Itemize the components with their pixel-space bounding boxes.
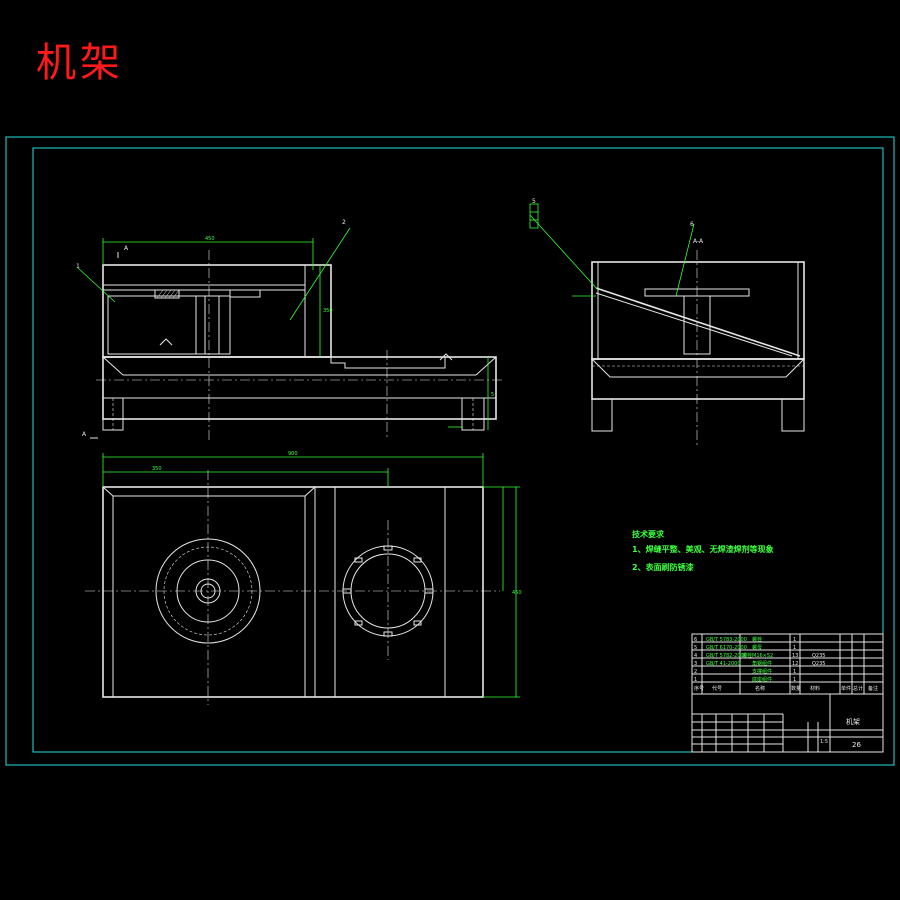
svg-text:A: A — [82, 431, 87, 438]
scale-value: 1:5 — [820, 739, 828, 745]
title-block: 6 GB/T 5783-2000 螺栓 1 5 GB/T 6170-2000 螺… — [691, 633, 884, 753]
bom-name-5: 螺母 — [752, 644, 762, 651]
tech-requirement-1: 1、焊缝平整、美观、无焊渣焊剂等现象 — [632, 544, 774, 554]
front-view: 450 350 5 1 2 A A — [76, 219, 505, 440]
bom-header-unit: 单件 — [841, 685, 851, 692]
bom-code-4: GB/T 5782-2000 — [706, 653, 747, 659]
bom-name-1: 底座组件 — [752, 676, 772, 683]
svg-text:A-A: A-A — [693, 238, 704, 245]
svg-text:350: 350 — [152, 466, 162, 472]
bom-header-name: 名称 — [755, 685, 765, 692]
svg-text:5: 5 — [491, 392, 494, 398]
bom-header-total: 总计 — [853, 685, 863, 692]
bom-no-2: 2 — [694, 669, 697, 675]
outer-frame — [5, 136, 895, 766]
bom-material-3: Q235 — [812, 661, 825, 667]
bom-no-5: 5 — [694, 645, 697, 651]
bom-name-2: 支撑组件 — [752, 668, 772, 675]
svg-text:2: 2 — [342, 219, 346, 226]
bom-qty-1: 1 — [793, 677, 796, 683]
bom-name-3: 角钢组件 — [752, 660, 772, 667]
bom-name-6: 螺栓 — [752, 636, 762, 643]
bom-code-3: GB/T 41-2000 — [706, 661, 741, 667]
bom-header-no: 序号 — [694, 685, 704, 692]
side-view: 5 6 A-A — [529, 198, 805, 445]
top-view: 900 350 450 — [85, 451, 522, 705]
inner-frame — [32, 147, 884, 753]
svg-text:450: 450 — [512, 590, 522, 596]
bom-no-1: 1 — [694, 677, 697, 683]
tech-requirements-heading: 技术要求 — [632, 529, 665, 539]
svg-text:5: 5 — [532, 198, 536, 205]
part-name: 机架 — [846, 717, 860, 726]
bom-qty-2: 1 — [793, 669, 796, 675]
bom-header-material: 材料 — [810, 685, 820, 692]
bom-material-4: Q235 — [812, 653, 825, 659]
bom-code-6: GB/T 5783-2000 — [706, 637, 747, 643]
bom-qty-6: 1 — [793, 637, 796, 643]
svg-text:350: 350 — [323, 308, 333, 314]
svg-text:450: 450 — [205, 236, 215, 242]
svg-text:1: 1 — [76, 263, 80, 270]
bom-code-5: GB/T 6170-2000 — [706, 645, 747, 651]
bom-qty-5: 1 — [793, 645, 796, 651]
bom-name-4: 螺栓M16×52 — [742, 652, 773, 659]
bom-no-3: 3 — [694, 661, 697, 667]
svg-text:A: A — [124, 245, 129, 252]
sheet-number: 26 — [852, 741, 861, 749]
tech-requirements: 技术要求 1、焊缝平整、美观、无焊渣焊剂等现象 2、表面刷防锈漆 — [632, 529, 774, 572]
bom-header-code: 代号 — [712, 685, 722, 692]
bom-header-qty: 数量 — [791, 685, 801, 692]
bom-header-remark: 备注 — [868, 685, 878, 692]
bom-no-6: 6 — [694, 637, 697, 643]
svg-text:6: 6 — [690, 221, 694, 228]
bom-qty-3: 12 — [792, 661, 798, 667]
tech-requirement-2: 2、表面刷防锈漆 — [632, 562, 694, 572]
bom-qty-4: 13 — [792, 653, 798, 659]
drawing-title: 机架 — [36, 40, 124, 86]
bom-no-4: 4 — [694, 653, 697, 659]
svg-text:900: 900 — [288, 451, 298, 457]
